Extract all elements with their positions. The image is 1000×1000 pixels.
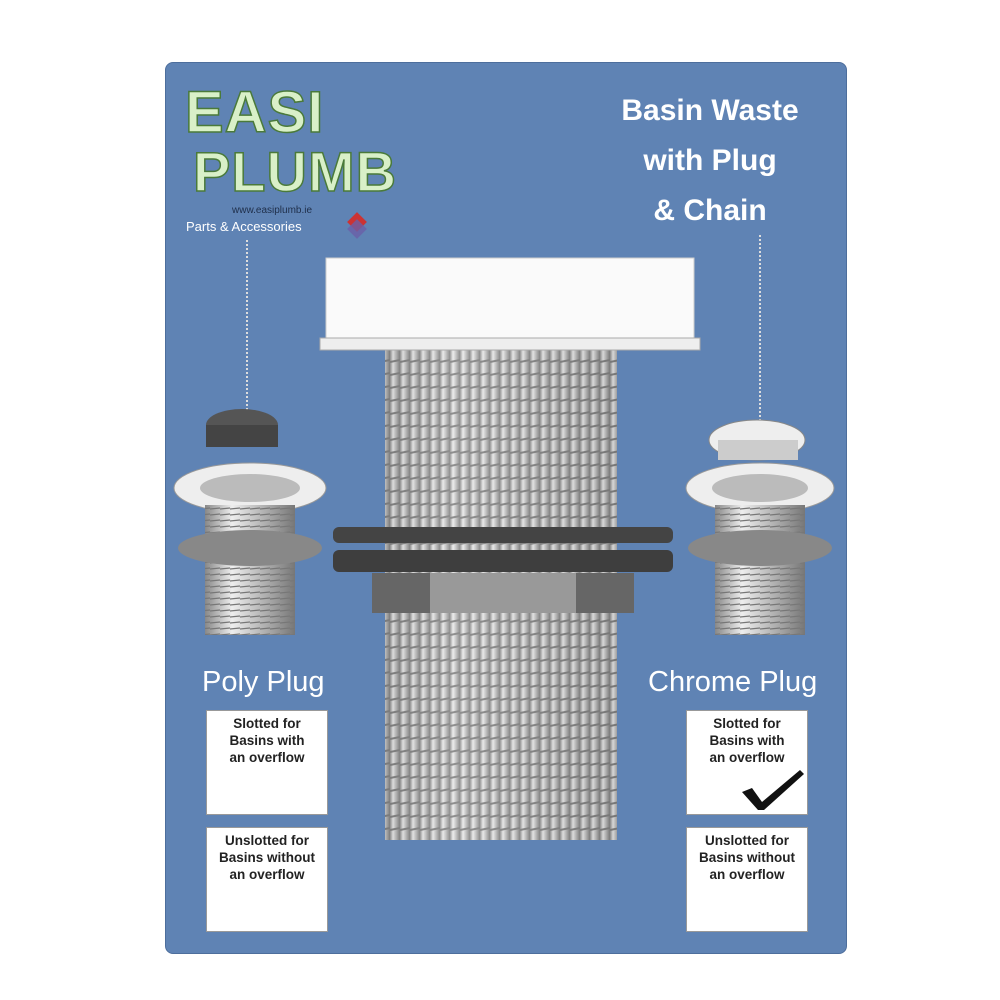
box-text: Slotted for: [233, 716, 301, 731]
checkmark-icon: [742, 770, 804, 810]
title-line: with Plug: [643, 144, 777, 177]
box-text: Unslotted for: [705, 833, 789, 848]
box-text: Unslotted for: [225, 833, 309, 848]
box-text: Slotted for: [713, 716, 781, 731]
chrome-unslotted-box: Unslotted for Basins without an overflow: [686, 827, 808, 932]
chrome-plug-illustration: [685, 235, 835, 635]
box-text: an overflow: [709, 867, 785, 882]
basin-waste-body: [319, 257, 701, 840]
box-text: Basins without: [218, 850, 315, 865]
poly-slotted-box: Slotted for Basins with an overflow: [206, 710, 328, 815]
box-text: Basins with: [709, 733, 785, 748]
box-text: an overflow: [709, 750, 785, 765]
logo-line1: EASI: [184, 80, 325, 145]
logo-tagline: Parts & Accessories: [186, 219, 302, 234]
box-text: Basins without: [698, 850, 795, 865]
box-text: an overflow: [229, 750, 305, 765]
logo-url: www.easiplumb.ie: [232, 205, 313, 216]
logo-line2: PLUMB: [192, 140, 398, 203]
title-line: Basin Waste: [621, 94, 799, 127]
poly-plug-label: Poly Plug: [202, 666, 325, 698]
poly-unslotted-box: Unslotted for Basins without an overflow: [206, 827, 328, 932]
poly-plug-illustration: [173, 240, 327, 635]
chrome-plug-label: Chrome Plug: [648, 666, 818, 698]
box-text: Basins with: [229, 733, 305, 748]
product-title: Basin Waste with Plug & Chain: [585, 86, 835, 236]
logo-emblem-icon: [347, 212, 367, 239]
box-text: an overflow: [229, 867, 305, 882]
title-line: & Chain: [653, 194, 767, 227]
